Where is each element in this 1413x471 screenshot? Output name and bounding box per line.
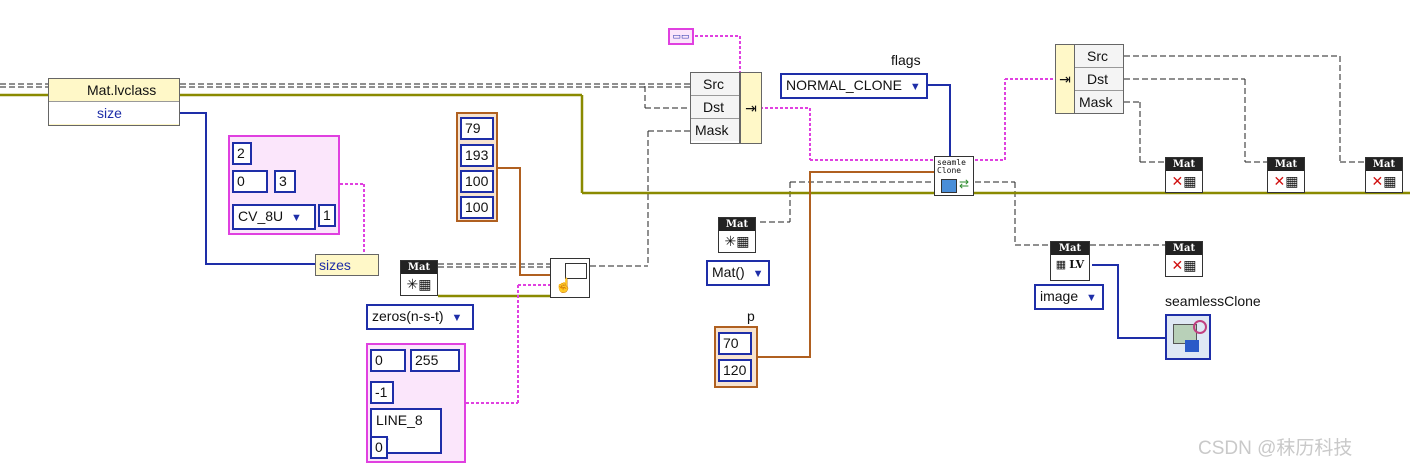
- image-selector[interactable]: image ▼: [1034, 284, 1104, 310]
- zeros-mat-node[interactable]: Mat ✳▦: [400, 260, 438, 296]
- release-mat-node-2[interactable]: Mat ✕▦: [1267, 157, 1305, 193]
- thickness-constant[interactable]: -1: [370, 381, 394, 404]
- image-node-header: Mat: [1051, 242, 1089, 255]
- chevron-down-icon: ▼: [909, 81, 921, 93]
- cluster-constant-icon[interactable]: ▭▭: [668, 28, 694, 45]
- output-dst[interactable]: Dst: [1075, 68, 1123, 91]
- mat-class-property-node[interactable]: Mat.lvclass size: [48, 78, 180, 126]
- channels-constant[interactable]: 1: [318, 204, 336, 227]
- zeros-selector-value: zeros(n-s-t): [372, 308, 444, 324]
- color-a-constant[interactable]: 0: [370, 349, 406, 372]
- mat-ctor-selector[interactable]: Mat() ▼: [706, 260, 770, 286]
- seamless-node-label: seamle Clone: [937, 158, 966, 175]
- image-display-indicator[interactable]: [1165, 314, 1211, 360]
- dims-constant[interactable]: 2: [232, 142, 252, 165]
- sizes-node[interactable]: sizes: [315, 254, 379, 276]
- image-icon: [941, 179, 957, 193]
- delete-mat-icon: ✕▦: [1171, 173, 1197, 189]
- input-src[interactable]: Src: [691, 73, 739, 96]
- mat-class-title: Mat.lvclass: [49, 79, 179, 102]
- rect-value-0[interactable]: 79: [460, 117, 494, 140]
- color-b-constant[interactable]: 255: [410, 349, 460, 372]
- seamless-clone-node[interactable]: seamle Clone ⇄: [934, 156, 974, 196]
- flags-ring[interactable]: NORMAL_CLONE ▼: [780, 73, 928, 99]
- chevron-down-icon: ▼: [752, 268, 764, 280]
- mat-ctor-selector-value: Mat(): [712, 264, 745, 280]
- chevron-down-icon: ▼: [451, 312, 463, 324]
- point-x-constant[interactable]: 70: [718, 332, 752, 355]
- delete-mat-icon: ✕▦: [1371, 173, 1397, 189]
- create-mat-icon: ✳▦: [724, 233, 750, 249]
- release-mat-node-1[interactable]: Mat ✕▦: [1165, 157, 1203, 193]
- sizes-label: sizes: [319, 257, 351, 273]
- display-label: seamlessClone: [1165, 293, 1261, 309]
- release-mat-node-4[interactable]: Mat ✕▦: [1165, 241, 1203, 277]
- display-square-icon: [1185, 340, 1199, 352]
- output-mask[interactable]: Mask: [1075, 91, 1123, 113]
- rect-value-1[interactable]: 193: [460, 144, 494, 167]
- input-mask[interactable]: Mask: [691, 119, 739, 141]
- lv-label: LV: [1069, 258, 1085, 271]
- rect-value-2[interactable]: 100: [460, 170, 494, 193]
- delete-mat-icon: ✕▦: [1171, 257, 1197, 273]
- output-cluster[interactable]: Src Dst Mask: [1074, 44, 1124, 114]
- output-src[interactable]: Src: [1075, 45, 1123, 68]
- release-header-2: Mat: [1268, 158, 1304, 171]
- image-selector-value: image: [1040, 288, 1079, 304]
- release-header-4: Mat: [1166, 242, 1202, 255]
- type-ring[interactable]: CV_8U ▼: [232, 204, 316, 230]
- shift-constant[interactable]: 0: [370, 436, 388, 459]
- seamless-inputs-bundle[interactable]: Src Dst Mask: [690, 72, 740, 144]
- chevron-down-icon: ▼: [1086, 292, 1097, 304]
- bundle-handle[interactable]: ⇥: [740, 72, 762, 144]
- release-header-3: Mat: [1366, 158, 1402, 171]
- create-mat-icon: ✳▦: [406, 276, 432, 292]
- swap-icon: ⇄: [959, 177, 970, 191]
- circle-icon: [1193, 320, 1207, 334]
- size-property[interactable]: size: [49, 102, 179, 124]
- rectangle-node[interactable]: ☝: [550, 258, 590, 298]
- zeros-selector[interactable]: zeros(n-s-t) ▼: [366, 304, 474, 330]
- release-header-1: Mat: [1166, 158, 1202, 171]
- size-b-constant[interactable]: 3: [274, 170, 296, 193]
- grid-icon: ▦: [1055, 259, 1067, 271]
- release-mat-node-3[interactable]: Mat ✕▦: [1365, 157, 1403, 193]
- mat-ctor-header: Mat: [719, 218, 755, 231]
- output-unbundle-handle[interactable]: ⇥: [1055, 44, 1075, 114]
- chevron-down-icon: ▼: [291, 212, 302, 224]
- rectangle-icon: [565, 263, 587, 279]
- size-a-constant[interactable]: 0: [232, 170, 268, 193]
- input-dst[interactable]: Dst: [691, 96, 739, 119]
- point-label: p: [747, 308, 755, 324]
- flags-label: flags: [891, 52, 921, 68]
- flags-value: NORMAL_CLONE: [786, 77, 902, 93]
- rect-value-3[interactable]: 100: [460, 196, 494, 219]
- mat-ctor-node[interactable]: Mat ✳▦: [718, 217, 756, 253]
- hand-icon: ☝: [555, 277, 573, 293]
- watermark: CSDN @秣历科技: [1198, 438, 1353, 459]
- zeros-node-header: Mat: [401, 261, 437, 274]
- delete-mat-icon: ✕▦: [1273, 173, 1299, 189]
- line-type-value: LINE_8: [376, 412, 423, 428]
- mat-to-image-node[interactable]: Mat ▦ LV: [1050, 241, 1090, 281]
- point-y-constant[interactable]: 120: [718, 359, 752, 382]
- type-ring-value: CV_8U: [238, 208, 284, 224]
